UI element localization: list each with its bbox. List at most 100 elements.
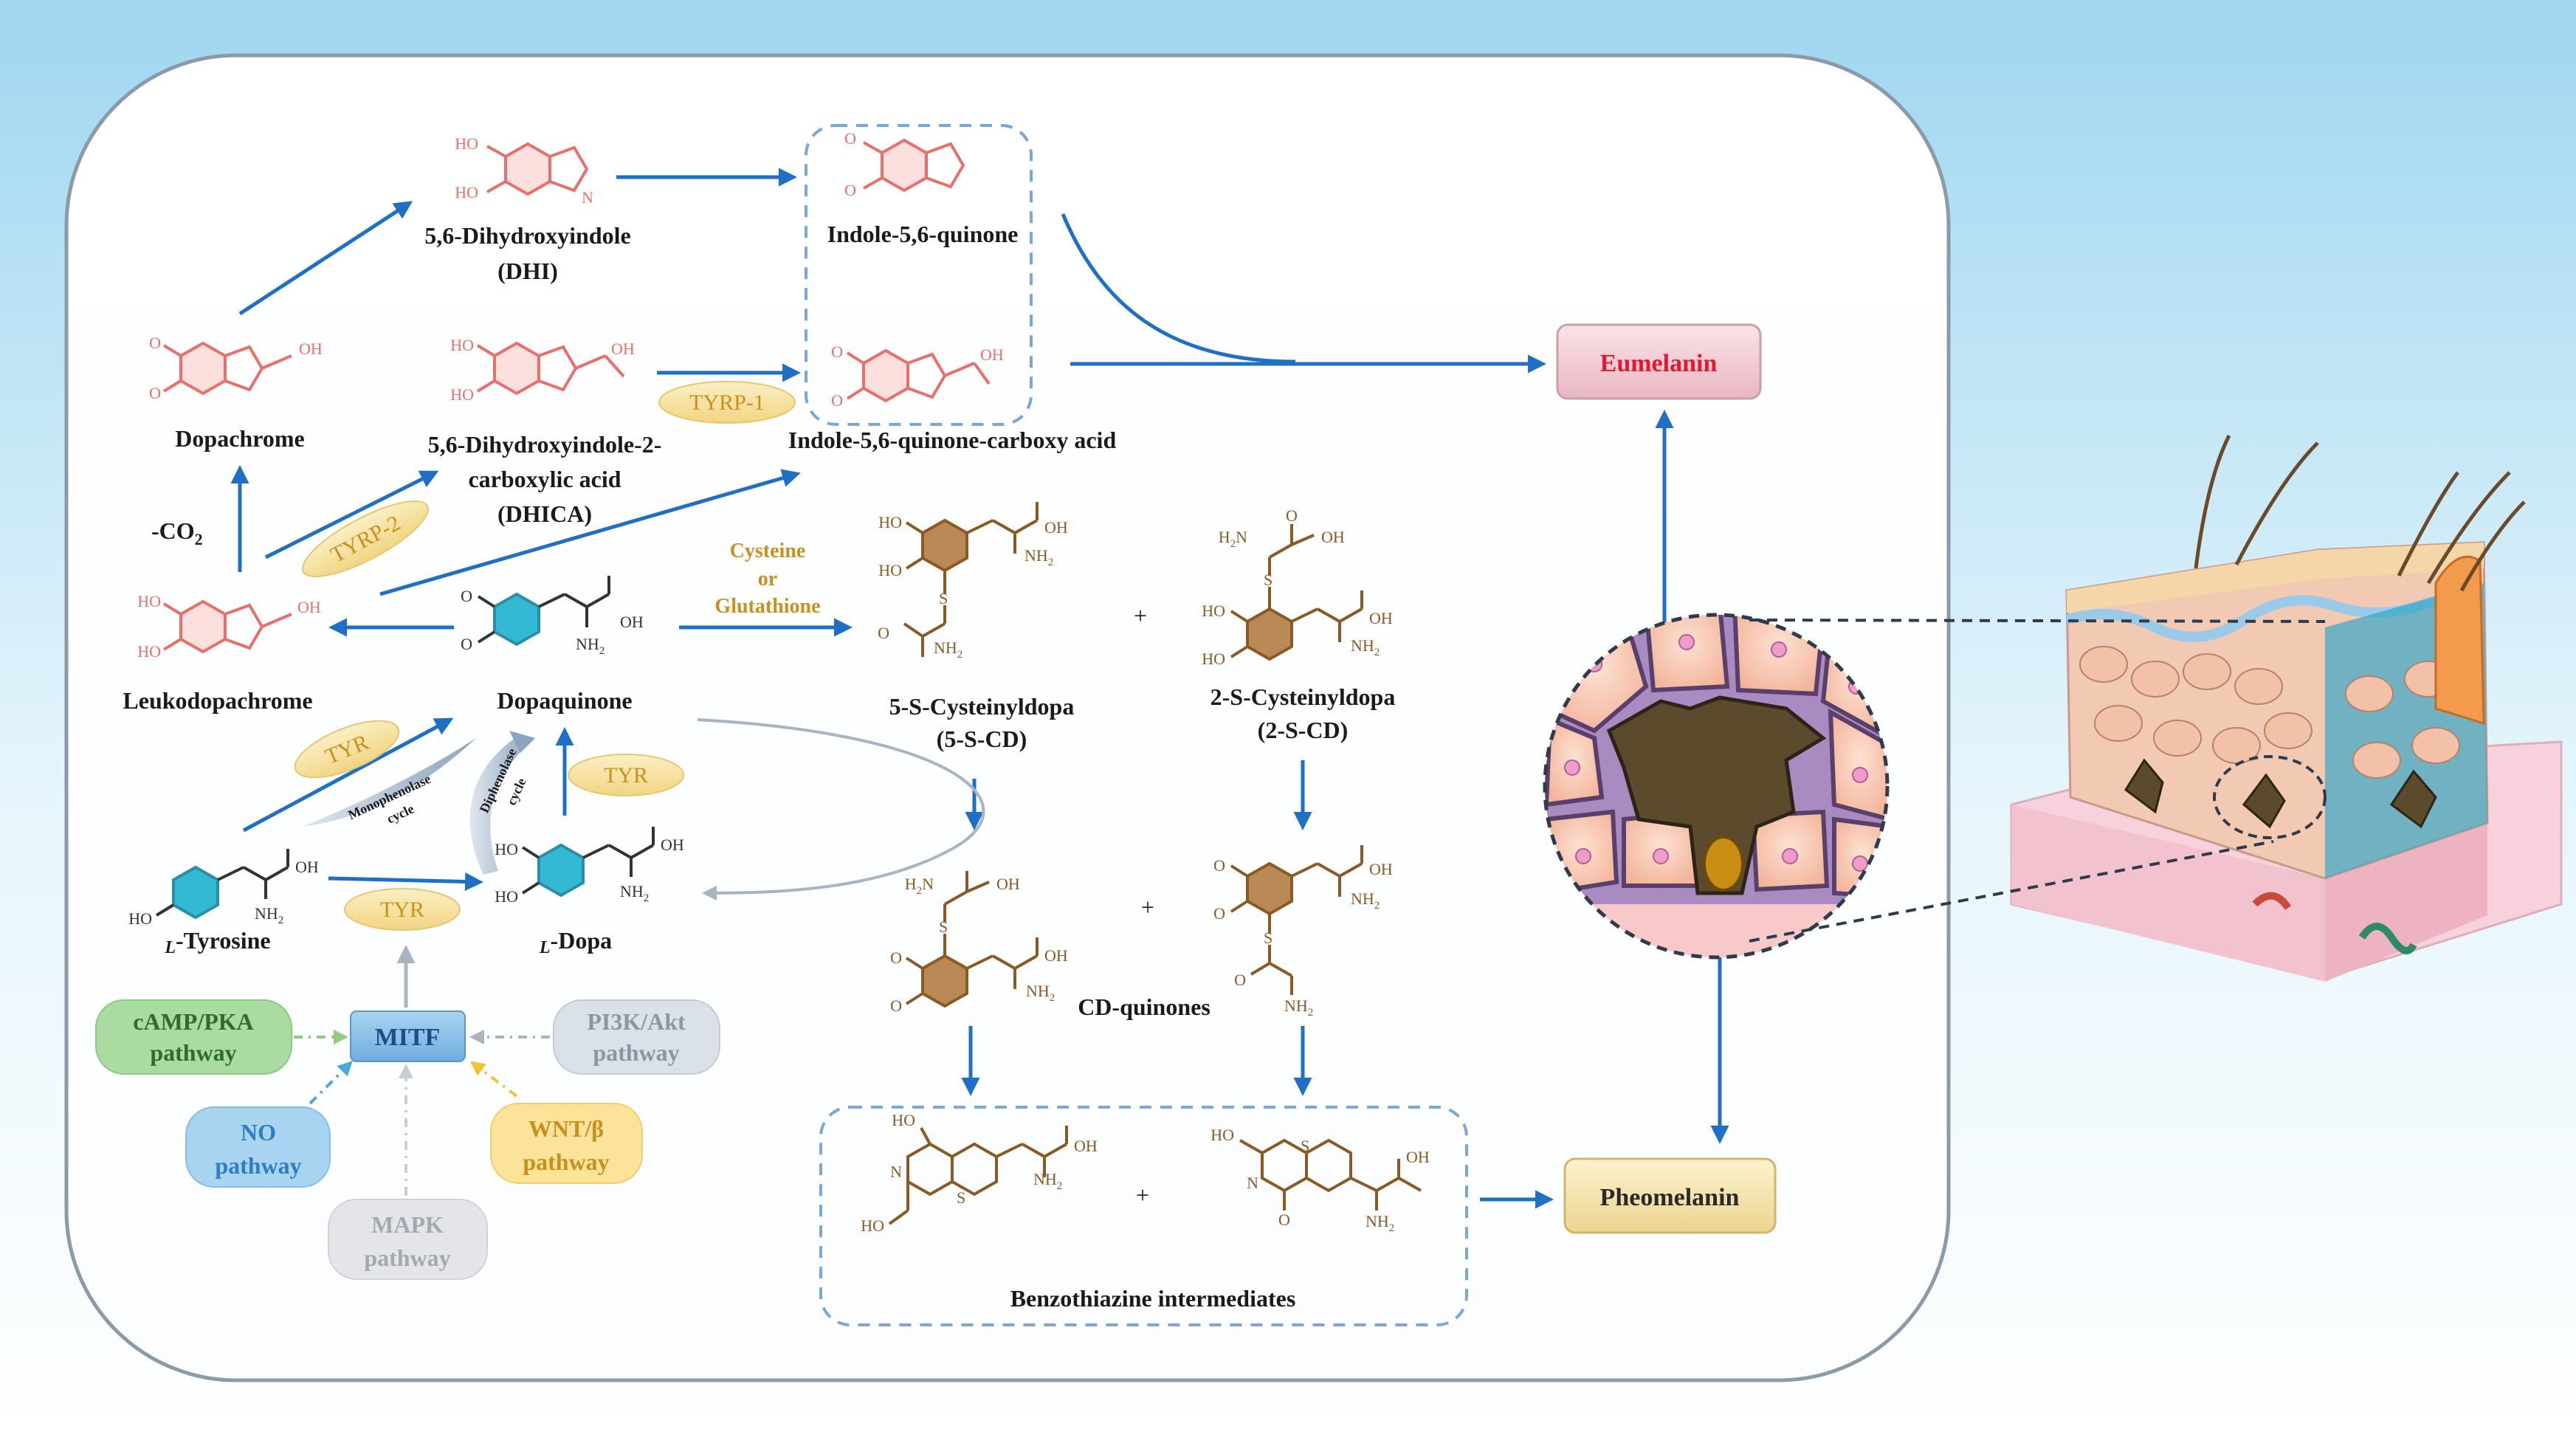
dhica-ho-bottom: HO: [450, 385, 474, 404]
btz-left-structure: [888, 1126, 1068, 1225]
pi3k-pathway-pill: PI3K/Akt pathway: [553, 999, 720, 1075]
btz-right-ho: HO: [1210, 1126, 1234, 1144]
label-indole-quinone: Indole-5,6-quinone: [827, 221, 1019, 247]
btz-right-s: S: [1301, 1137, 1309, 1155]
btz-right-o: O: [1278, 1210, 1290, 1229]
iq-o-bottom: O: [844, 181, 856, 199]
svg-text:pathway: pathway: [150, 1039, 236, 1066]
label-dhi-name: 5,6-Dihydroxyindole: [424, 222, 630, 249]
cdq-left-oh: OH: [1044, 946, 1068, 965]
label-tyrosine: L-Tyrosine: [164, 927, 270, 957]
badge-tyr-b: TYR: [568, 754, 684, 796]
svg-text:NO: NO: [241, 1119, 276, 1146]
zoom-line-top: [1749, 619, 2326, 623]
dopa-nh2: NH2: [620, 882, 649, 904]
dhica-structure: [476, 341, 625, 396]
arrow-dopachrome-dhi: [238, 201, 413, 316]
badge-tyrp1: TYRP-1: [658, 381, 796, 424]
iq-o-top: O: [844, 129, 856, 148]
arrow-tyr-dopa: [328, 872, 483, 892]
quinone-group-box: [805, 124, 1033, 426]
wnt-pathway-pill: WNT/β pathway: [490, 1103, 643, 1184]
iqca-o-bottom: O: [831, 391, 843, 410]
svg-text:TYRP-1: TYRP-1: [689, 390, 765, 415]
label-cd5-l2: (5-S-CD): [937, 726, 1027, 752]
svg-text:cAMP/PKA: cAMP/PKA: [133, 1008, 254, 1035]
mitf-box: MITF: [350, 1010, 466, 1062]
svg-text:WNT/β: WNT/β: [528, 1115, 604, 1142]
cd2-oh: OH: [1369, 609, 1393, 627]
cdq-left-h2n: H2N: [905, 875, 934, 897]
cd5-ho-bottom: HO: [878, 561, 902, 579]
camp-pathway-pill: cAMP/PKA pathway: [95, 999, 292, 1075]
cd5-nh2: NH2: [1024, 546, 1053, 568]
arrow-no-mitf: [309, 1061, 353, 1105]
dopaquinone-structure: [477, 576, 610, 647]
arrow-wnt-mitf: [469, 1061, 518, 1098]
dopa-ho-bottom: HO: [495, 887, 518, 906]
leuko-ho-top: HO: [137, 592, 161, 610]
zoom-line-bottom: [1749, 840, 2274, 943]
mapk-pathway-pill: MAPK pathway: [328, 1199, 488, 1280]
cdq-right-structure: [1230, 845, 1363, 995]
cdq-right-nh2-b: NH2: [1284, 996, 1313, 1019]
badge-tyr-c: TYR: [344, 888, 461, 931]
label-benzothiazine: Benzothiazine intermediates: [1010, 1285, 1296, 1312]
cd2-nh2: NH2: [1351, 636, 1380, 658]
cd2-structure: [1230, 524, 1363, 661]
diphenolase-arrowhead: [509, 731, 535, 753]
eumelanin-box: Eumelanin: [1556, 323, 1762, 400]
dopachrome-structure: [162, 341, 292, 396]
arrow-dq-dopa-feedback: [697, 718, 985, 900]
cd2-o: O: [1286, 506, 1298, 525]
dq-o-top: O: [461, 587, 472, 605]
svg-text:pathway: pathway: [523, 1148, 609, 1175]
svg-text:or: or: [758, 568, 777, 590]
dq-o-bottom: O: [461, 635, 472, 653]
label-cd-quinones: CD-quinones: [1078, 993, 1210, 1020]
svg-text:MITF: MITF: [375, 1024, 441, 1051]
diphenolase-cycle-arc: [469, 734, 531, 875]
tyr-oh: OH: [295, 858, 319, 876]
label-cd5-l1: 5-S-Cysteinyldopa: [889, 693, 1075, 720]
btz-left-n: N: [890, 1163, 902, 1181]
dq-nh2: NH2: [576, 635, 605, 657]
leuko-oh: OH: [297, 598, 321, 616]
badge-tyr-a: TYR: [294, 720, 400, 779]
label-cd2-l1: 2-S-Cysteinyldopa: [1210, 683, 1396, 710]
cd2-ho-top: HO: [1202, 602, 1225, 620]
svg-text:Glutathione: Glutathione: [714, 595, 820, 618]
cd5-oh: OH: [1044, 518, 1068, 537]
tyrosine-structure: [155, 849, 289, 920]
btz-right-n: N: [1247, 1174, 1258, 1192]
plus-cdq: +: [1141, 894, 1154, 920]
dopa-structure: [521, 827, 655, 898]
svg-text:Pheomelanin: Pheomelanin: [1600, 1184, 1740, 1211]
iqca-oh: OH: [980, 345, 1004, 364]
svg-text:MAPK: MAPK: [371, 1211, 444, 1238]
iqca-o-top: O: [831, 342, 843, 361]
svg-text:pathway: pathway: [593, 1039, 679, 1066]
label-cd2-l2: (2-S-CD): [1258, 717, 1349, 743]
cdq-left-o-bottom: O: [890, 996, 902, 1015]
dq-oh: OH: [620, 613, 644, 631]
arrow-tyr-dq: [242, 717, 454, 833]
cdq-right-o: O: [1234, 971, 1246, 989]
dhi-structure: [486, 142, 589, 196]
btz-right-oh: OH: [1406, 1148, 1430, 1166]
btz-left-oh: OH: [1074, 1137, 1098, 1155]
svg-text:pathway: pathway: [364, 1244, 450, 1271]
label-dhica-l1: 5,6-Dihydroxyindole-2-: [428, 431, 662, 458]
svg-text:Cysteine: Cysteine: [730, 540, 806, 562]
melanocyte-nucleus: [1703, 836, 1744, 892]
arrow-iq-eumelanin: [1061, 213, 1296, 364]
compound-labels: 5,6-Dihydroxyindole (DHI) Indole-5,6-qui…: [123, 221, 1395, 1312]
dhi-ho-top: HO: [455, 134, 478, 153]
cd2-ho-bottom: HO: [1202, 650, 1225, 668]
dopa-ho-top: HO: [495, 840, 518, 858]
cdq-left-s: S: [939, 917, 948, 936]
dhi-ho-bottom: HO: [455, 183, 478, 202]
plus-btz: +: [1136, 1182, 1149, 1208]
arrow-leuko-dhica: [264, 470, 439, 559]
